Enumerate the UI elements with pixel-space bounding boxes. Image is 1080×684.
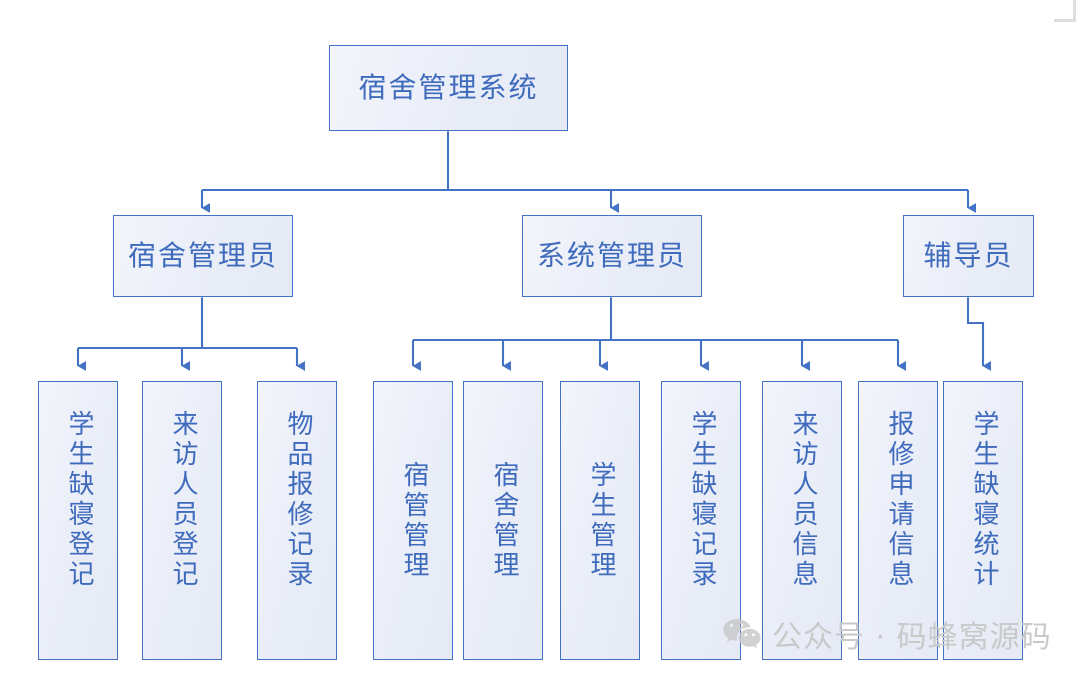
- node-leaf-5-label: 宿舍管理: [488, 460, 519, 581]
- node-leaf-student-management[interactable]: 学生管理: [560, 381, 640, 660]
- node-leaf-10-label: 学生缺寝统计: [968, 410, 999, 590]
- node-leaf-student-absence-register[interactable]: 学生缺寝登记: [38, 381, 118, 660]
- node-leaf-6-label: 学生管理: [585, 460, 616, 581]
- node-role-system-admin[interactable]: 系统管理员: [522, 215, 702, 297]
- node-leaf-dorm-staff-management[interactable]: 宿管管理: [373, 381, 453, 660]
- node-role-dorm-admin-label: 宿舍管理员: [127, 238, 278, 272]
- node-role-dorm-admin[interactable]: 宿舍管理员: [113, 215, 293, 297]
- node-leaf-7-label: 学生缺寝记录: [686, 410, 717, 590]
- node-leaf-student-absence-statistics[interactable]: 学生缺寝统计: [943, 381, 1023, 660]
- node-leaf-3-label: 物品报修记录: [282, 410, 313, 590]
- node-leaf-repair-request-info[interactable]: 报修申请信息: [858, 381, 938, 660]
- node-leaf-student-absence-record[interactable]: 学生缺寝记录: [661, 381, 741, 660]
- node-leaf-8-label: 来访人员信息: [787, 410, 818, 590]
- node-leaf-visitor-info[interactable]: 来访人员信息: [762, 381, 842, 660]
- corner-mark: [1054, 0, 1076, 22]
- node-leaf-visitor-register[interactable]: 来访人员登记: [142, 381, 222, 660]
- node-leaf-1-label: 学生缺寝登记: [63, 410, 94, 590]
- node-leaf-item-repair-record[interactable]: 物品报修记录: [257, 381, 337, 660]
- node-role-counselor-label: 辅导员: [923, 238, 1014, 272]
- node-leaf-2-label: 来访人员登记: [167, 410, 198, 590]
- node-root[interactable]: 宿舍管理系统: [329, 45, 568, 131]
- node-root-label: 宿舍管理系统: [358, 70, 539, 104]
- node-leaf-dorm-management[interactable]: 宿舍管理: [463, 381, 543, 660]
- node-role-system-admin-label: 系统管理员: [536, 238, 687, 272]
- node-leaf-4-label: 宿管管理: [398, 460, 429, 581]
- node-leaf-9-label: 报修申请信息: [883, 410, 914, 590]
- node-role-counselor[interactable]: 辅导员: [903, 215, 1034, 297]
